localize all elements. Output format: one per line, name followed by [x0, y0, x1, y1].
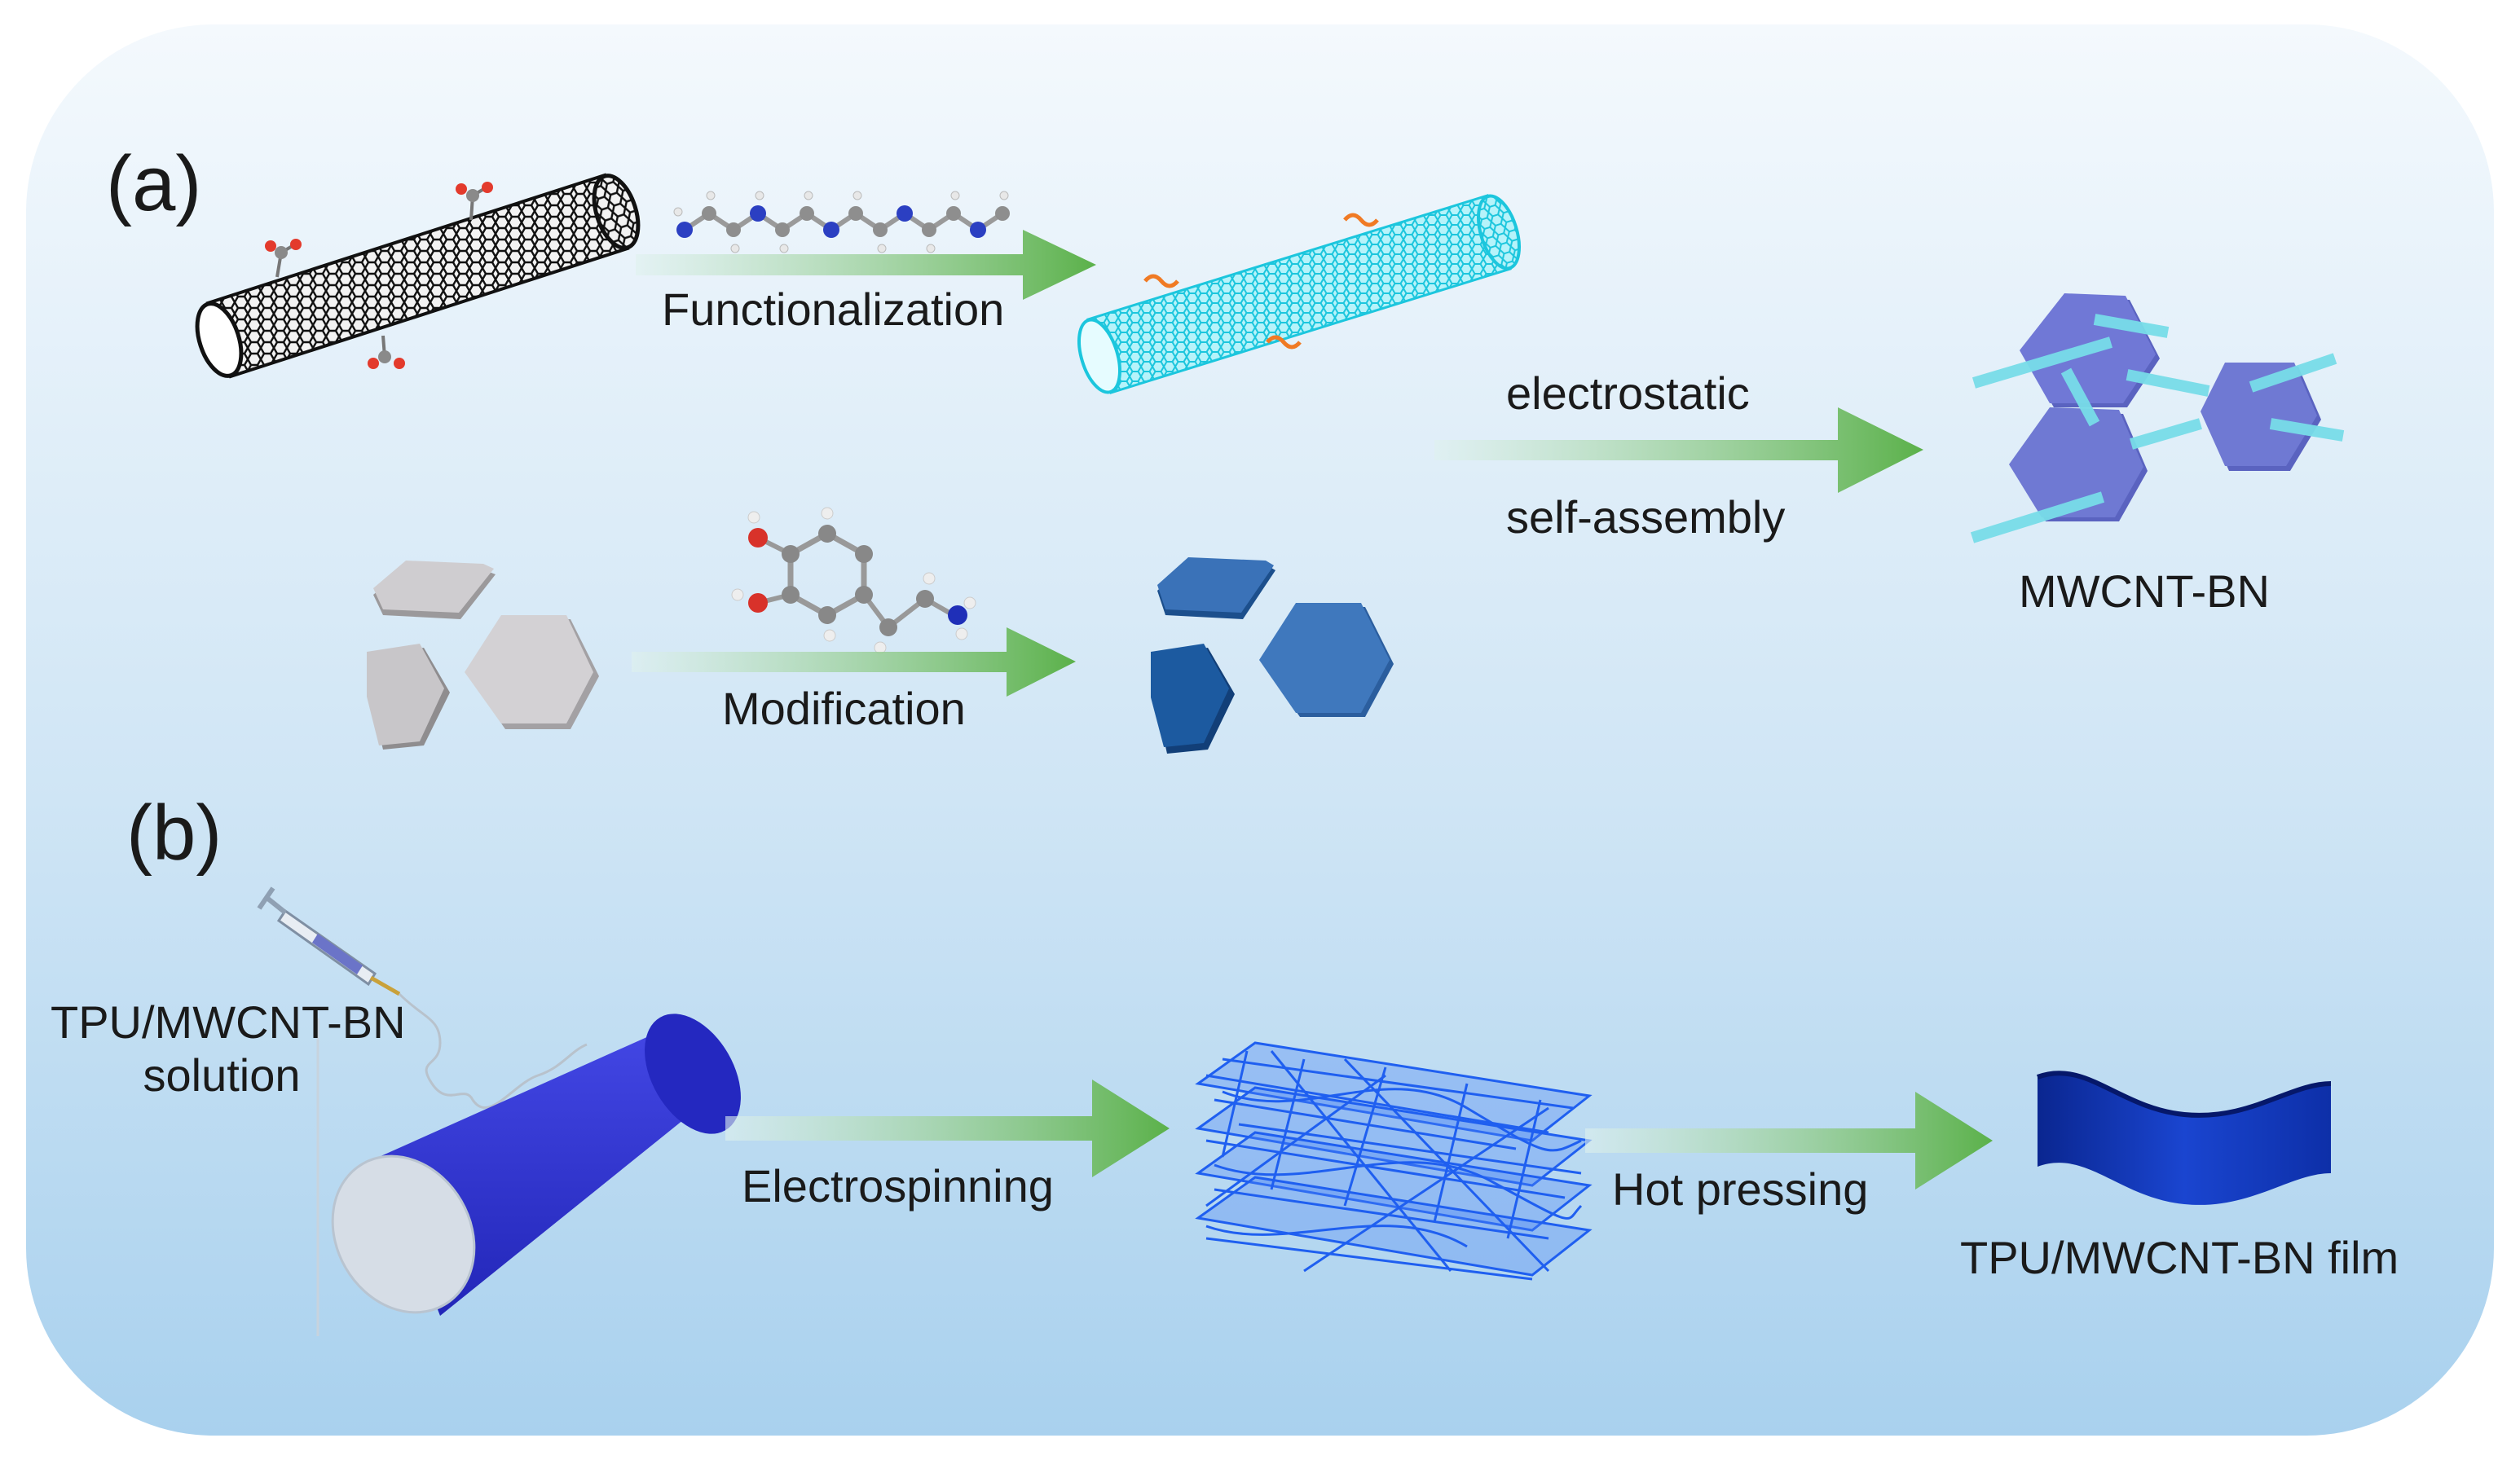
- electrospinning-label: Electrospinning: [742, 1160, 1054, 1212]
- tpu-film-icon: [2036, 1071, 2332, 1205]
- electrospinning-arrow: [725, 1080, 1170, 1177]
- hot-pressing-arrow: [1585, 1092, 1993, 1190]
- tpu-film-label: TPU/MWCNT-BN film: [1960, 1232, 2399, 1283]
- amine-chain-molecule-icon: [673, 191, 1010, 253]
- panel-a-label: (a): [106, 140, 202, 227]
- functionalization-label: Functionalization: [662, 284, 1005, 335]
- collector-drum-icon: [331, 1014, 741, 1316]
- solution-label-line1: TPU/MWCNT-BN: [51, 996, 406, 1048]
- modification-label: Modification: [722, 683, 966, 734]
- carboxyl-mwcnt-icon: [195, 173, 641, 379]
- fiber-mat-icon: [1195, 1041, 1593, 1281]
- hot-pressing-label: Hot pressing: [1612, 1163, 1869, 1215]
- mwcnt-bn-hybrid-icon: [1970, 293, 2345, 543]
- electrostatic-label: electrostatic: [1506, 367, 1750, 419]
- self-assembly-label: self-assembly: [1506, 491, 1786, 543]
- syringe-icon: [257, 886, 588, 1336]
- dopamine-molecule-icon: [731, 507, 976, 654]
- modification-arrow: [632, 627, 1076, 697]
- functionalized-mwcnt-icon: [1077, 194, 1521, 394]
- solution-label-line2: solution: [143, 1049, 301, 1101]
- panel-b-label: (b): [126, 789, 222, 877]
- modified-bn-sheets-icon: [1151, 557, 1394, 754]
- functionalization-arrow: [636, 230, 1096, 300]
- bn-nanosheets-icon: [367, 561, 599, 750]
- mwcnt-bn-label: MWCNT-BN: [2019, 565, 2270, 617]
- self-assembly-arrow: [1434, 407, 1923, 493]
